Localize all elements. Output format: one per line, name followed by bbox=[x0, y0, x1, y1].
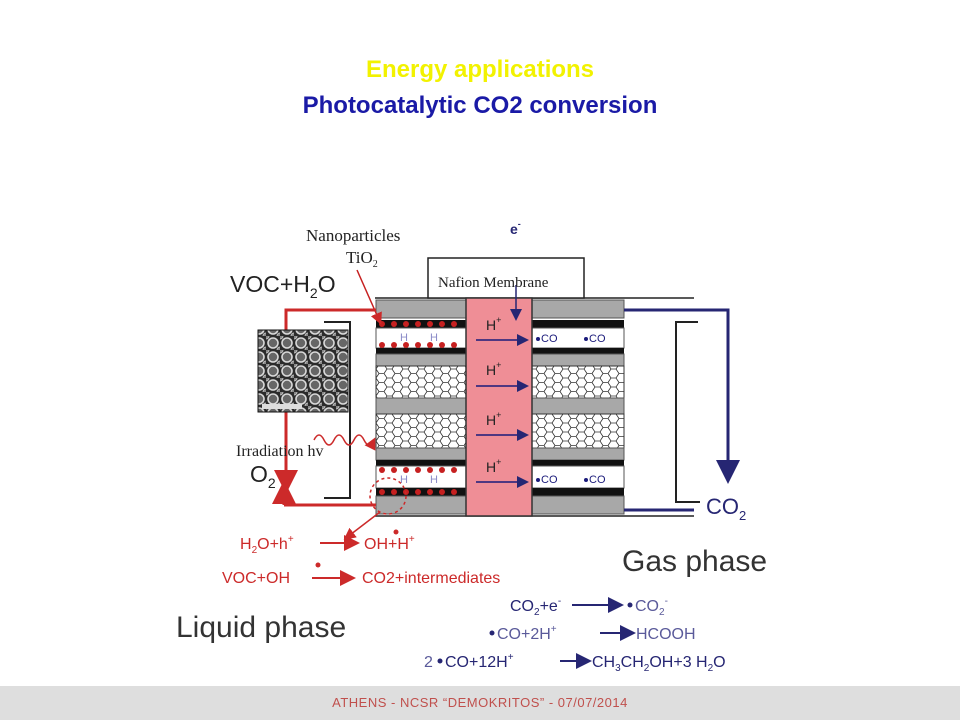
co2-radical-label: CO bbox=[589, 333, 606, 345]
irradiation-wave bbox=[313, 434, 376, 451]
nanoparticles-label: Nanoparticles bbox=[306, 226, 400, 245]
liquid-equations: H2O+h+ OH+H+ VOC+OH CO2+intermediates bbox=[222, 529, 500, 587]
liquid-eq-2-product: CO2+intermediates bbox=[362, 570, 500, 587]
electrode-proton-label: H bbox=[400, 474, 408, 486]
irradiation-label: Irradiation hv bbox=[236, 443, 324, 460]
proton-label: H+ bbox=[486, 360, 501, 378]
fuel-cell-diagram: H H H H CO CO CO CO H+ H+ H+ H+ e- Nafio… bbox=[176, 219, 767, 674]
co2-radical-label: CO bbox=[541, 474, 558, 486]
page-subtitle: Photocatalytic CO2 conversion bbox=[302, 92, 658, 119]
proton-transport: H+ H+ H+ H+ bbox=[476, 315, 529, 488]
gas-eq-1-reactant: CO2+e- bbox=[510, 596, 561, 618]
co2-radical-label: CO bbox=[541, 333, 558, 345]
electron-label: e- bbox=[510, 219, 521, 237]
tio2-label: TiO2 bbox=[346, 248, 378, 270]
page-title: Energy applications bbox=[365, 56, 595, 83]
electrode-proton-label: H bbox=[400, 332, 408, 344]
electrode-proton-label: H bbox=[430, 474, 438, 486]
proton-label: H+ bbox=[486, 315, 501, 333]
gas-eq-1-product: CO2- bbox=[635, 596, 668, 618]
gas-eq-3-reactant: CO+12H+ bbox=[445, 652, 514, 671]
left-electrode-stack bbox=[375, 299, 467, 515]
nafion-label: Nafion Membrane bbox=[438, 275, 549, 291]
gas-eq-3-coef: 2 bbox=[424, 654, 433, 671]
cell-housing bbox=[375, 257, 694, 517]
liquid-eq-2-reactant: VOC+OH bbox=[222, 570, 290, 587]
gas-eq-2-product: HCOOH bbox=[636, 626, 696, 643]
liquid-eq-1-reactant: H2O+h+ bbox=[240, 534, 294, 556]
co2-radical-label: CO bbox=[589, 474, 606, 486]
proton-label: H+ bbox=[486, 410, 501, 428]
detail-pointer bbox=[343, 511, 381, 540]
gas-phase-label: Gas phase bbox=[622, 545, 767, 578]
footer-text: ATHENS - NCSR “DEMOKRITOS” - 07/07/2014 bbox=[332, 695, 628, 710]
co2-output-label: CO2 bbox=[706, 494, 746, 523]
voc-h2o-label: VOC+H2O bbox=[230, 271, 336, 301]
gas-flow-loop bbox=[624, 308, 740, 512]
gas-eq-3-product: CH3CH2OH+3 H2O bbox=[592, 654, 726, 674]
nafion-membrane bbox=[465, 297, 533, 517]
proton-label: H+ bbox=[486, 457, 501, 475]
detail-circle bbox=[369, 477, 407, 515]
gas-eq-2-reactant: CO+2H+ bbox=[497, 624, 557, 643]
footer-bar: ATHENS - NCSR “DEMOKRITOS” - 07/07/2014 bbox=[0, 686, 960, 720]
liquid-eq-1-product: OH+H+ bbox=[364, 534, 415, 553]
o2-label: O2 bbox=[250, 461, 276, 491]
liquid-phase-label: Liquid phase bbox=[176, 611, 346, 644]
sem-micrograph bbox=[257, 329, 349, 413]
nanoparticles-pointer bbox=[356, 269, 382, 325]
gas-equations: CO2+e- CO2- CO+2H+ HCOOH 2 CO+12H+ CH3CH… bbox=[424, 596, 726, 674]
electrode-proton-label: H bbox=[430, 332, 438, 344]
right-electrode-stack bbox=[531, 299, 625, 515]
